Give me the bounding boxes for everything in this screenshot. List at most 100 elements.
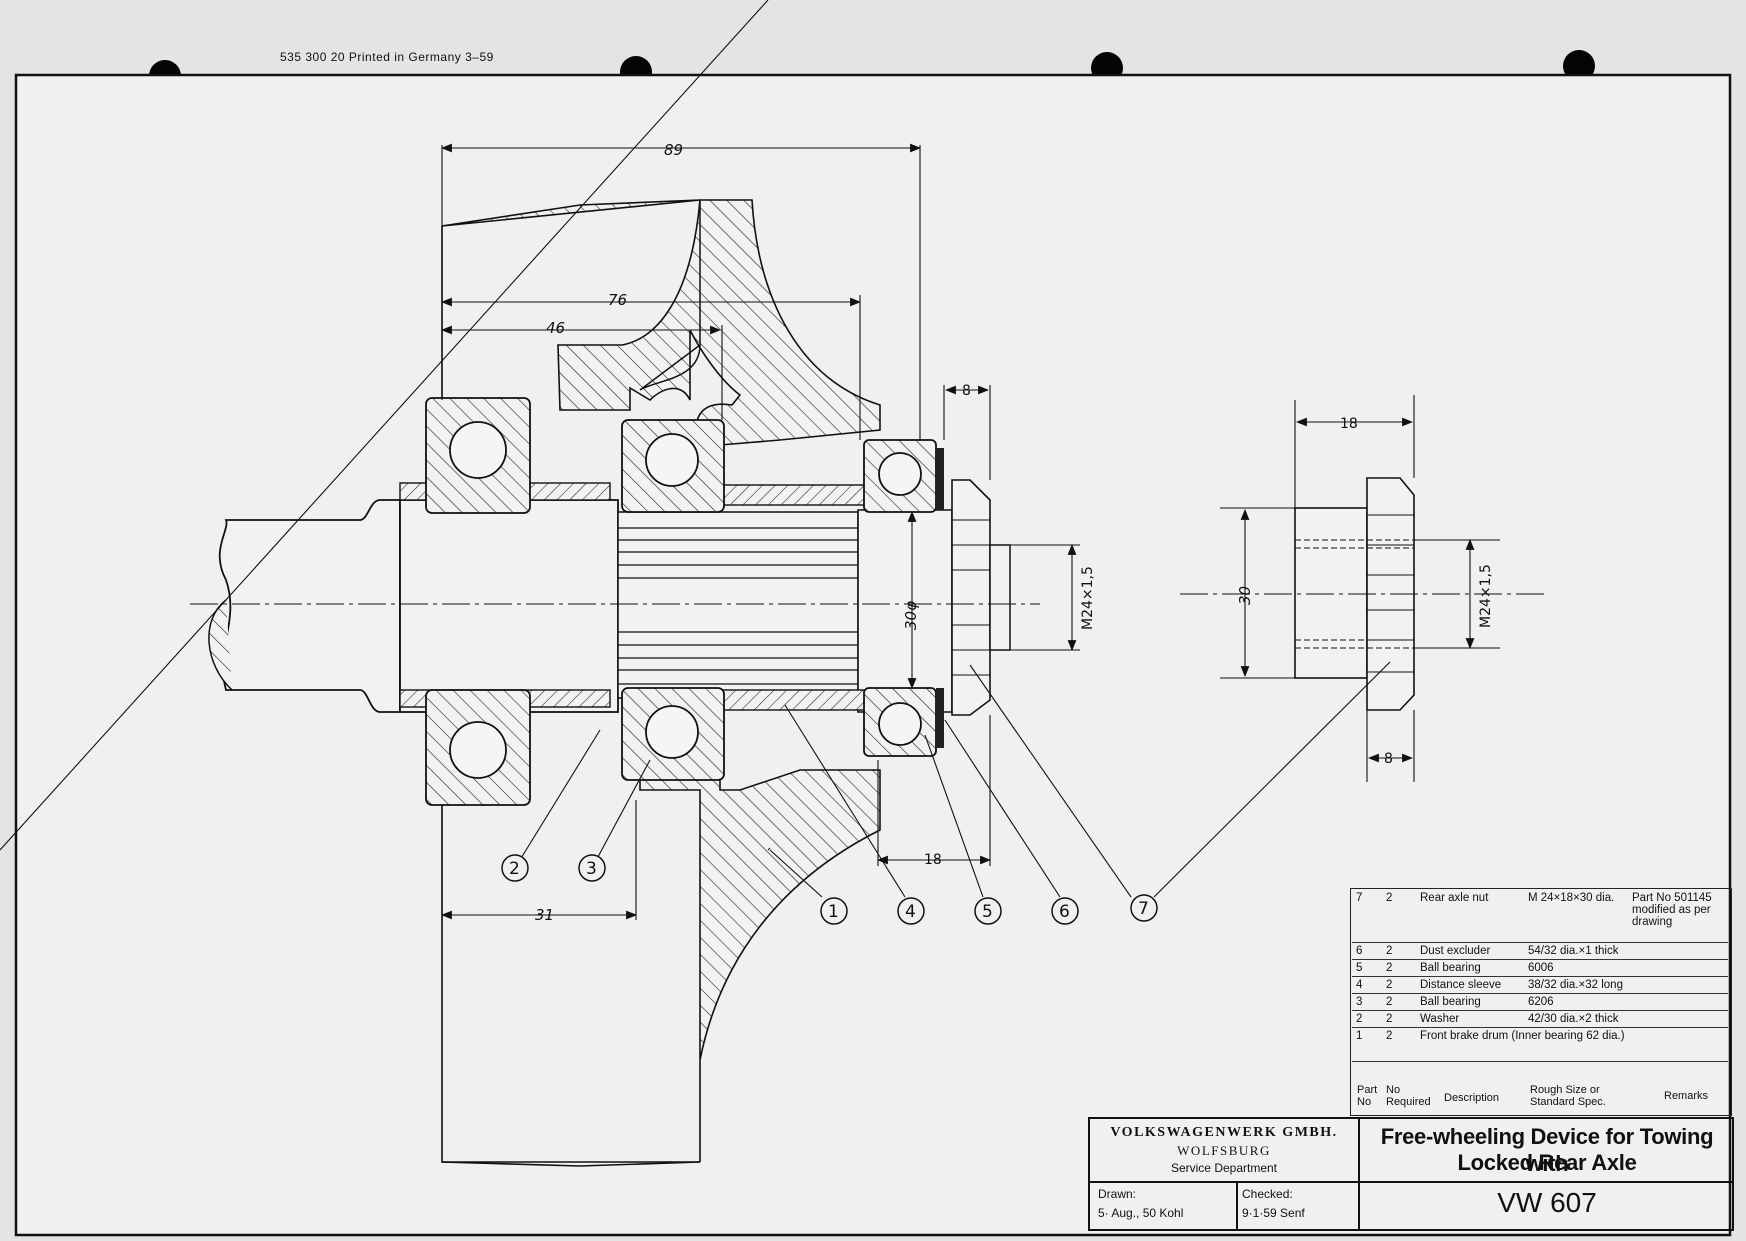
size: 6206 [1524, 993, 1628, 1011]
col-head-part: Part No [1357, 1084, 1378, 1108]
distance-sleeve-lower [721, 689, 869, 711]
col-head-desc: Description [1444, 1092, 1500, 1104]
thread-spec-left: M24×1,5 [1080, 566, 1096, 630]
callout-7 [1130, 894, 1158, 922]
remarks [1628, 993, 1728, 1011]
description: Washer [1416, 1010, 1524, 1028]
dim-8-side: 8 [1384, 751, 1393, 767]
part-no: 5 [1352, 959, 1382, 977]
dim-46: 46 [546, 319, 565, 337]
nut-side-view [1180, 477, 1545, 711]
dim-18-side: 18 [1340, 416, 1358, 432]
table-row: 6 2 Dust excluder 54/32 dia.×1 thick [1352, 942, 1728, 960]
part-no: 1 [1352, 1027, 1382, 1062]
qty: 2 [1382, 890, 1416, 943]
size: 54/32 dia.×1 thick [1524, 942, 1628, 960]
table-row: 4 2 Distance sleeve 38/32 dia.×32 long [1352, 976, 1728, 994]
dim-31: 31 [535, 906, 554, 924]
drawn-value: 5· Aug., 50 Kohl [1098, 1206, 1184, 1220]
callout-1 [820, 897, 848, 925]
description: Ball bearing [1416, 993, 1524, 1011]
drawing-number: VW 607 [1497, 1187, 1597, 1218]
col-head-qty: No Required [1386, 1084, 1431, 1108]
size: 42/30 dia.×2 thick [1524, 1010, 1628, 1028]
dim-76: 76 [608, 291, 627, 309]
callout-3 [578, 854, 606, 882]
qty: 2 [1382, 1010, 1416, 1028]
remarks: Part No 501145 modified as per drawing [1628, 890, 1728, 943]
dim-18-bottom: 18 [924, 852, 942, 868]
remarks [1628, 942, 1728, 960]
col-head-size: Rough Size or Standard Spec. [1530, 1084, 1606, 1108]
remarks [1628, 1010, 1728, 1028]
table-row: 1 2 Front brake drum (Inner bearing 62 d… [1352, 1027, 1728, 1062]
dim-89: 89 [664, 141, 683, 159]
brake-drum-upper [441, 199, 881, 446]
qty: 2 [1382, 1027, 1416, 1062]
col-head-remarks: Remarks [1664, 1090, 1709, 1102]
callout-3-label: 3 [586, 859, 597, 879]
remarks [1628, 959, 1728, 977]
ball-bearing-mid-upper [621, 419, 725, 513]
qty: 2 [1382, 976, 1416, 994]
callout-1-label: 1 [828, 902, 839, 922]
thread-spec-right: M24×1,5 [1478, 564, 1494, 628]
ball-bearing-large-upper [425, 397, 531, 514]
description: Ball bearing [1416, 959, 1524, 977]
dim-30-side: 30 [1236, 586, 1254, 605]
company-name: VOLKSWAGENWERK GMBH. [1110, 1125, 1338, 1140]
dust-excluder-lower [936, 688, 944, 748]
size: M 24×18×30 dia. [1524, 890, 1628, 943]
dust-excluder-upper [936, 448, 944, 510]
parts-list: 7 2 Rear axle nut M 24×18×30 dia. Part N… [1352, 890, 1728, 1062]
ball-bearing-mid-lower [621, 687, 725, 781]
drawn-label: Drawn: [1098, 1187, 1137, 1201]
qty: 2 [1382, 942, 1416, 960]
size: 6006 [1524, 959, 1628, 977]
size: 38/32 dia.×32 long [1524, 976, 1628, 994]
callout-4-label: 4 [905, 902, 916, 922]
part-no: 2 [1352, 1010, 1382, 1028]
table-row: 5 2 Ball bearing 6006 [1352, 959, 1728, 977]
ball-bearing-small-lower [863, 687, 937, 757]
callout-7-label: 7 [1138, 899, 1149, 919]
drawing-title-line2: Locked Rear Axle [1457, 1150, 1637, 1175]
callout-4 [897, 897, 925, 925]
remarks [1628, 976, 1728, 994]
distance-sleeve-upper [721, 484, 869, 506]
callout-2-label: 2 [509, 859, 520, 879]
qty: 2 [1382, 959, 1416, 977]
callout-2 [501, 854, 529, 882]
company-city: WOLFSBURG [1177, 1143, 1271, 1158]
checked-label: Checked: [1242, 1187, 1293, 1201]
part-no: 3 [1352, 993, 1382, 1011]
department: Service Department [1170, 1161, 1278, 1175]
dim-8-top: 8 [962, 383, 971, 399]
callout-5 [974, 897, 1002, 925]
title-block: VOLKSWAGENWERK GMBH. WOLFSBURG Service D… [1088, 1117, 1734, 1231]
print-info: 535 300 20 Printed in Germany 3–59 [280, 50, 494, 64]
drawing-title-line1: Free-wheeling Device for Towing with [1380, 1124, 1714, 1176]
description: Front brake drum (Inner bearing 62 dia.) [1416, 1027, 1728, 1062]
table-row: 3 2 Ball bearing 6206 [1352, 993, 1728, 1011]
part-no: 7 [1352, 890, 1382, 943]
parts-list-box [1350, 888, 1732, 1116]
axle-shaft [218, 499, 401, 713]
description: Distance sleeve [1416, 976, 1524, 994]
description: Dust excluder [1416, 942, 1524, 960]
callout-6 [1051, 897, 1079, 925]
ball-bearing-large-lower [425, 689, 531, 806]
description: Rear axle nut [1416, 890, 1524, 943]
part-no: 6 [1352, 942, 1382, 960]
ball-bearing-small-upper [863, 439, 937, 513]
callout-6-label: 6 [1059, 902, 1070, 922]
dim-30-phi: 30φ [902, 601, 920, 630]
checked-value: 9·1·59 Senf [1242, 1206, 1305, 1220]
table-row: 7 2 Rear axle nut M 24×18×30 dia. Part N… [1352, 890, 1728, 943]
callout-5-label: 5 [982, 902, 993, 922]
table-row: 2 2 Washer 42/30 dia.×2 thick [1352, 1010, 1728, 1028]
part-no: 4 [1352, 976, 1382, 994]
axle-nut [951, 479, 991, 716]
qty: 2 [1382, 993, 1416, 1011]
